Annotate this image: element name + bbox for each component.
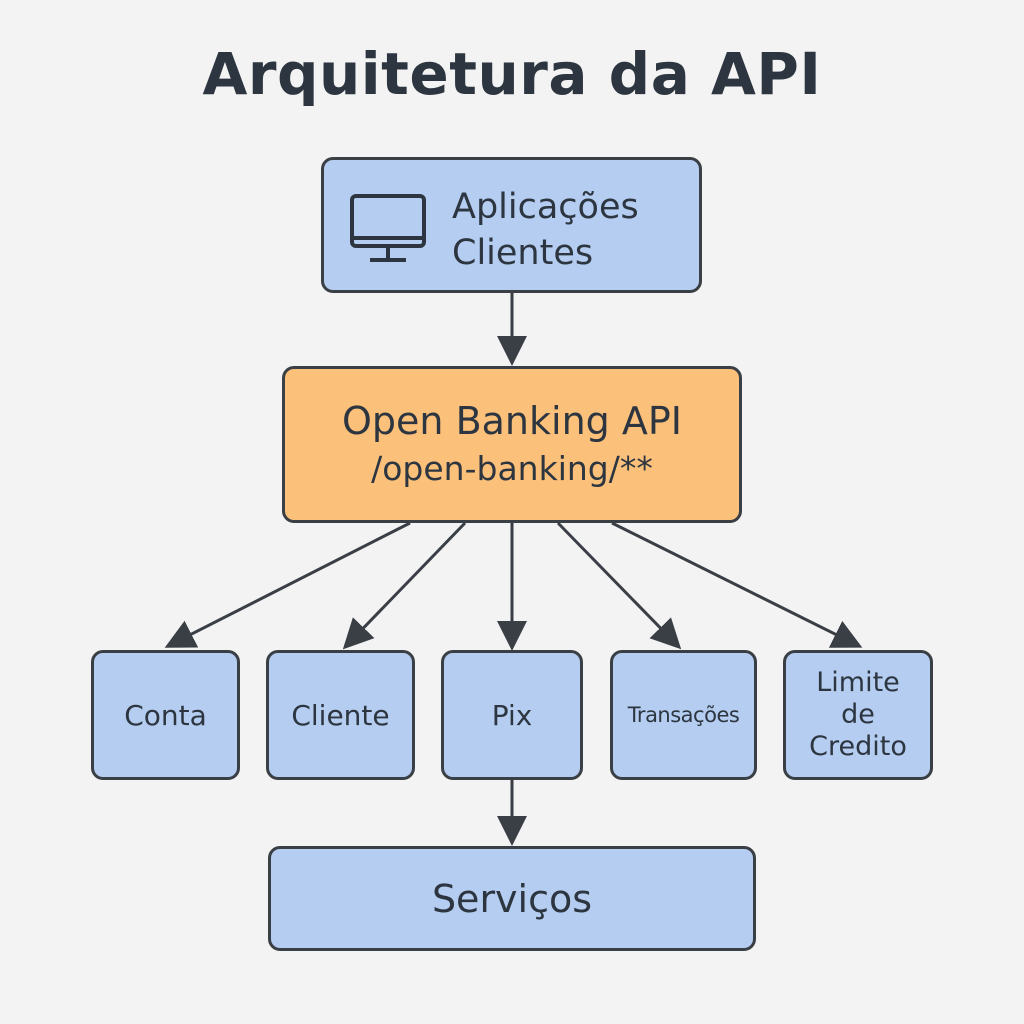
client-applications-line2: Clientes (452, 233, 594, 273)
client-applications-line1: Aplicações (452, 187, 639, 227)
arrow-api-to-limite (611, 521, 863, 648)
pix-node: Pix (441, 650, 583, 780)
arrow-api-to-transacoes (556, 521, 682, 650)
arrow-api-to-cliente (342, 521, 467, 650)
api-title: Open Banking API (342, 398, 682, 443)
conta-node: Conta (91, 650, 240, 780)
transacoes-node: Transações (610, 650, 757, 780)
client-applications-label: Aplicações Clientes (452, 184, 639, 276)
open-banking-api-node: Open Banking API /open-banking/** (282, 366, 742, 523)
diagram-title: Arquitetura da API (202, 40, 822, 108)
api-path: /open-banking/** (371, 448, 653, 488)
arrow-api-to-conta (164, 521, 411, 648)
monitor-icon (350, 194, 426, 262)
client-applications-node: Aplicações Clientes (321, 157, 702, 293)
servicos-node: Serviços (268, 846, 756, 951)
limite-de-credito-node: Limite de Credito (783, 650, 933, 780)
cliente-node: Cliente (266, 650, 415, 780)
